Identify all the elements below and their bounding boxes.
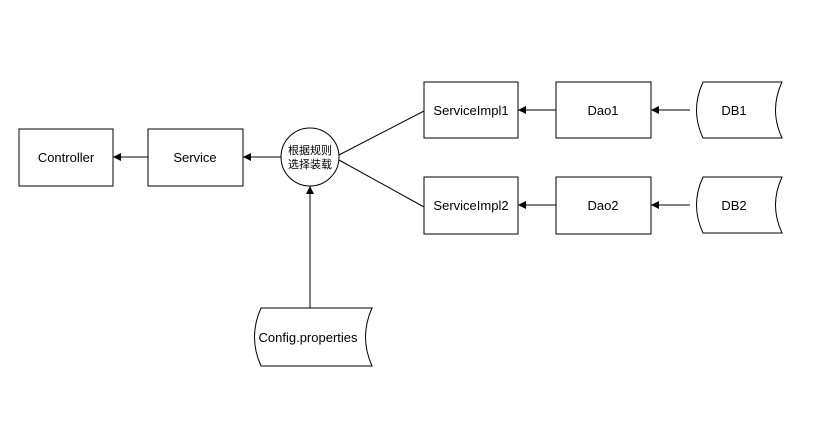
selector-circle (280, 127, 340, 187)
config-node: Config.properties (254, 307, 373, 367)
dao1-node: Dao1 (555, 81, 652, 139)
db2-node: DB2 (696, 176, 783, 234)
controller-label: Controller (38, 150, 95, 165)
service-impl2-label: ServiceImpl2 (433, 198, 508, 213)
controller-box (18, 128, 114, 187)
db2-shape (696, 176, 783, 234)
dao1-label: Dao1 (587, 103, 618, 118)
config-shape (254, 307, 373, 367)
service-impl1-node: ServiceImpl1 (423, 81, 519, 139)
config-label: Config.properties (259, 330, 358, 345)
db1-node: DB1 (696, 81, 783, 139)
db1-label: DB1 (721, 103, 746, 118)
dao2-label: Dao2 (587, 198, 618, 213)
service-impl1-box (423, 81, 519, 139)
edge-selector-to-impl1 (338, 110, 425, 156)
selector-label-line1: 根据规则 (288, 143, 332, 157)
selector-node: 根据规则 选择装载 (280, 127, 340, 187)
service-impl2-box (423, 176, 519, 235)
service-node: Service (147, 128, 244, 187)
service-label: Service (173, 150, 216, 165)
service-impl1-label: ServiceImpl1 (433, 103, 508, 118)
dao2-node: Dao2 (555, 176, 652, 235)
selector-label-line2: 选择装载 (288, 157, 332, 171)
controller-node: Controller (18, 128, 114, 187)
dao2-box (555, 176, 652, 235)
db1-shape (696, 81, 783, 139)
db2-label: DB2 (721, 198, 746, 213)
service-impl2-node: ServiceImpl2 (423, 176, 519, 235)
service-box (147, 128, 244, 187)
edge-selector-to-impl2 (338, 159, 425, 208)
dao1-box (555, 81, 652, 139)
